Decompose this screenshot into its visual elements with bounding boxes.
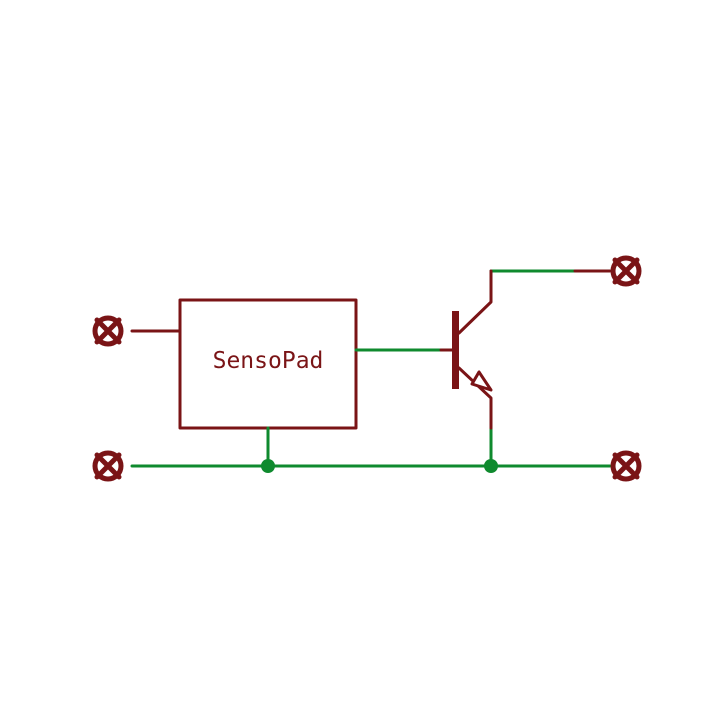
transistor-collector — [457, 269, 493, 335]
sensopad-block[interactable]: SensoPad — [178, 298, 358, 430]
terminals — [92, 255, 642, 482]
terminal-ring — [92, 315, 124, 347]
npn-transistor-icon[interactable] — [439, 269, 493, 430]
terminal-icon[interactable] — [92, 450, 124, 482]
junction-dot — [261, 459, 275, 473]
terminal-icon[interactable] — [610, 255, 642, 287]
terminal-icon[interactable] — [610, 450, 642, 482]
terminal-ring — [92, 450, 124, 482]
terminal-cross — [94, 452, 122, 480]
sensopad-label: SensoPad — [213, 348, 324, 374]
pin-leads — [130, 269, 612, 333]
terminal-icon[interactable] — [92, 315, 124, 347]
junction-dot — [484, 459, 498, 473]
terminal-cross — [612, 257, 640, 285]
transistor-emitter — [457, 366, 493, 430]
terminal-ring — [610, 450, 642, 482]
transistor-base-bar — [452, 311, 459, 389]
terminal-ring — [610, 255, 642, 287]
terminal-cross — [94, 317, 122, 345]
terminal-cross — [612, 452, 640, 480]
transistor-emitter-arrow-icon — [470, 370, 493, 392]
